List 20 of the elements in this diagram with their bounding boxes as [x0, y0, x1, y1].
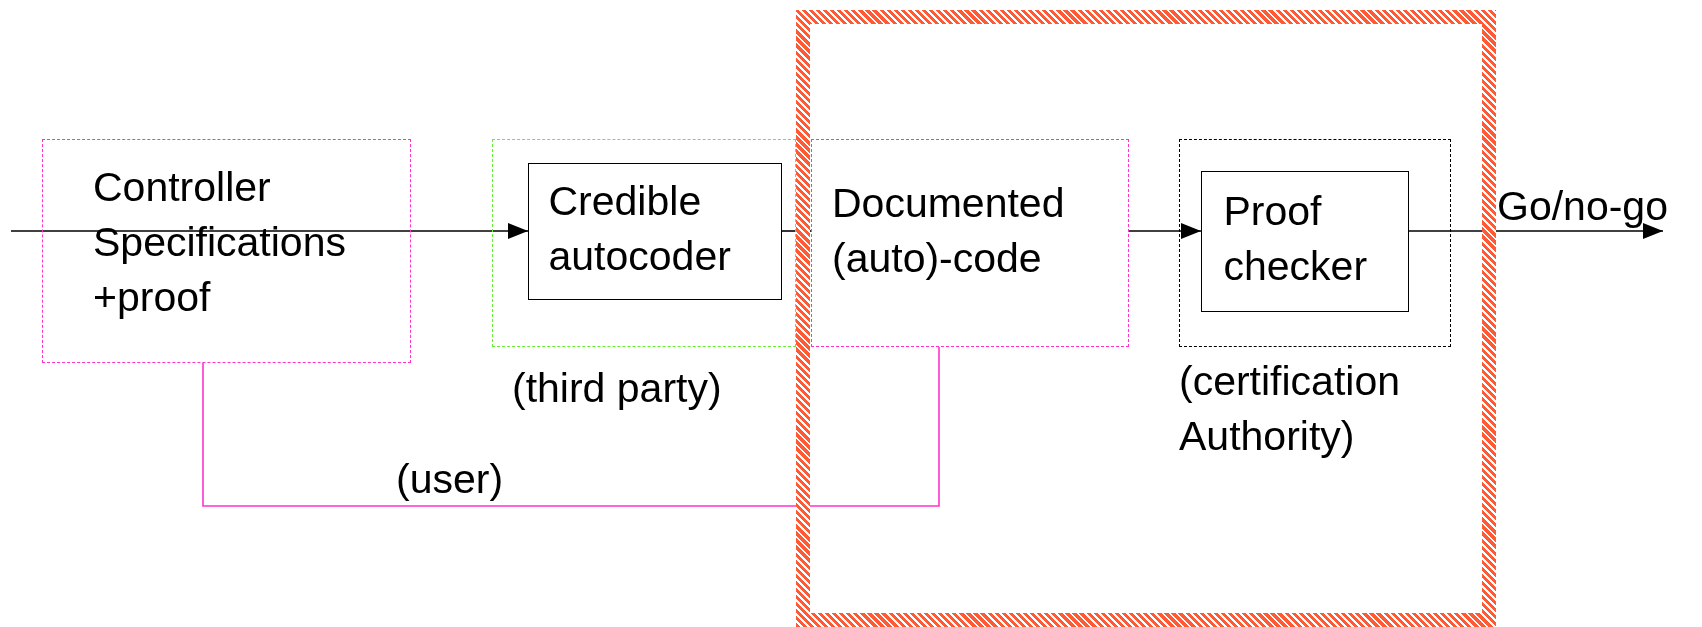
node-label: Credible autocoder: [548, 176, 732, 281]
connector-line: [202, 346, 940, 507]
node-label: (third party): [512, 364, 723, 413]
process-box: [527, 162, 782, 300]
connector-line: [781, 230, 812, 232]
arrow: [1408, 223, 1664, 239]
node-label: Documented (auto)-code: [832, 179, 1066, 283]
node-label: Controller Specifications +proof: [93, 163, 347, 322]
edge-label: Go/no-go: [1497, 182, 1668, 230]
dashed-box: [811, 139, 1129, 347]
node-label: Proof checker: [1223, 186, 1369, 291]
dashed-box: [1179, 139, 1451, 347]
process-box: [1200, 170, 1409, 312]
boundary-box: [796, 10, 1496, 627]
node-label: (certification Authority): [1179, 357, 1401, 461]
dashed-box: [42, 139, 411, 363]
edge-label: (user): [396, 455, 504, 503]
arrow: [1128, 223, 1202, 239]
arrow: [10, 223, 529, 239]
dashed-box: [492, 139, 796, 347]
